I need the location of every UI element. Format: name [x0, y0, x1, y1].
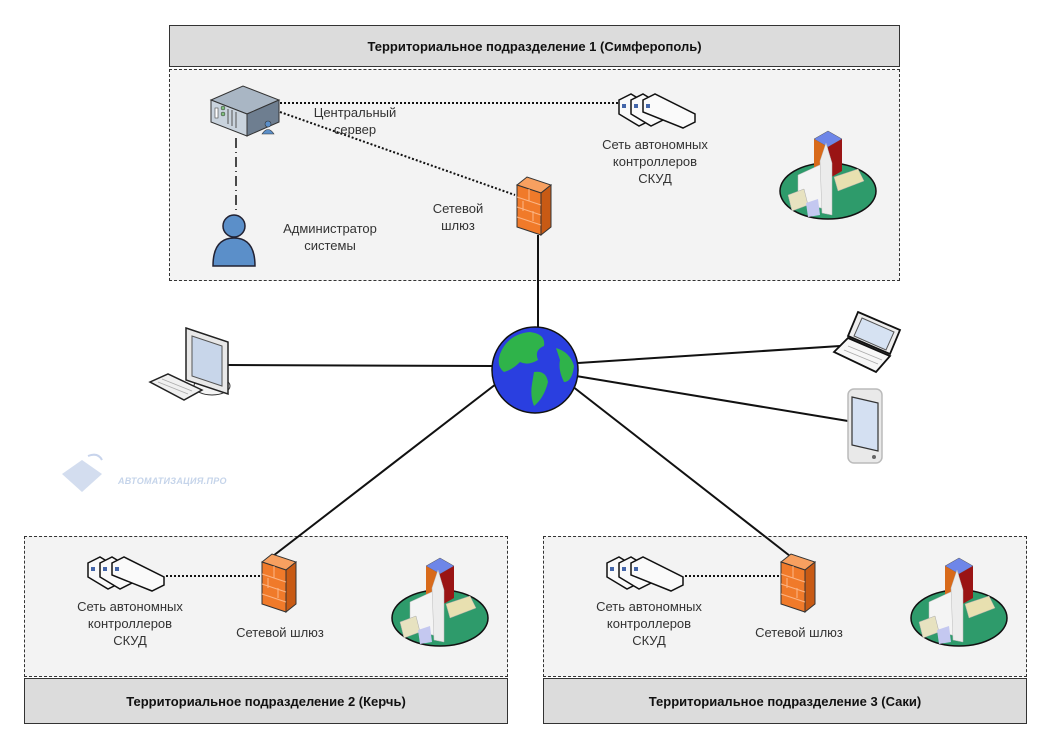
laptop-icon[interactable] [832, 310, 904, 376]
building-icon-1 [779, 130, 877, 220]
network-gateway-firewall-icon-3[interactable] [777, 552, 819, 614]
gateway-label-1: Сетевой шлюз [432, 201, 484, 233]
watermark-logo-icon [62, 453, 103, 492]
division-2-title: Территориальное подразделение 2 (Керчь) [126, 693, 406, 709]
link-server-gateway [279, 111, 516, 196]
desktop-computer-icon[interactable] [148, 324, 238, 414]
controllers-label-3: Сеть автономных контроллеров СКУД [596, 599, 702, 648]
division-3-title: Территориальное подразделение 3 (Саки) [648, 693, 922, 709]
controllers-network-icon-2[interactable] [86, 553, 168, 595]
network-gateway-firewall-icon-2[interactable] [258, 552, 300, 614]
controllers-network-icon-1[interactable] [617, 90, 699, 132]
link-internet-laptop [577, 345, 841, 364]
division-3-header: Территориальное подразделение 3 (Саки) [543, 678, 1027, 724]
building-icon-3 [910, 557, 1008, 647]
link-internet-tablet [575, 375, 849, 422]
division-1-zone [169, 69, 900, 281]
building-icon-2 [391, 557, 489, 647]
admin-user-icon[interactable] [209, 212, 259, 268]
link-desktop-internet [227, 364, 493, 367]
central-server-icon[interactable] [203, 80, 283, 140]
central-server-label: Центральный сервер [313, 105, 397, 137]
controllers-network-icon-3[interactable] [605, 553, 687, 595]
division-2-header: Территориальное подразделение 2 (Керчь) [24, 678, 508, 724]
controllers-label-1: Сеть автономных контроллеров СКУД [602, 137, 708, 186]
controllers-label-2: Сеть автономных контроллеров СКУД [77, 599, 183, 648]
link-internet-gateway2 [272, 383, 497, 557]
network-gateway-firewall-icon-1[interactable] [513, 175, 555, 237]
gateway-label-3: Сетевой шлюз [755, 625, 843, 640]
admin-label: Администратор системы [283, 221, 377, 253]
division-1-header: Территориальное подразделение 1 (Симферо… [169, 25, 900, 67]
link-internet-gateway3 [571, 385, 791, 557]
division-1-title: Территориальное подразделение 1 (Симферо… [367, 38, 702, 54]
tablet-icon[interactable] [844, 385, 888, 467]
internet-globe-icon [491, 326, 579, 414]
watermark-text: АВТОМАТИЗАЦИЯ.ПРО [118, 476, 227, 486]
gateway-label-2: Сетевой шлюз [236, 625, 324, 640]
